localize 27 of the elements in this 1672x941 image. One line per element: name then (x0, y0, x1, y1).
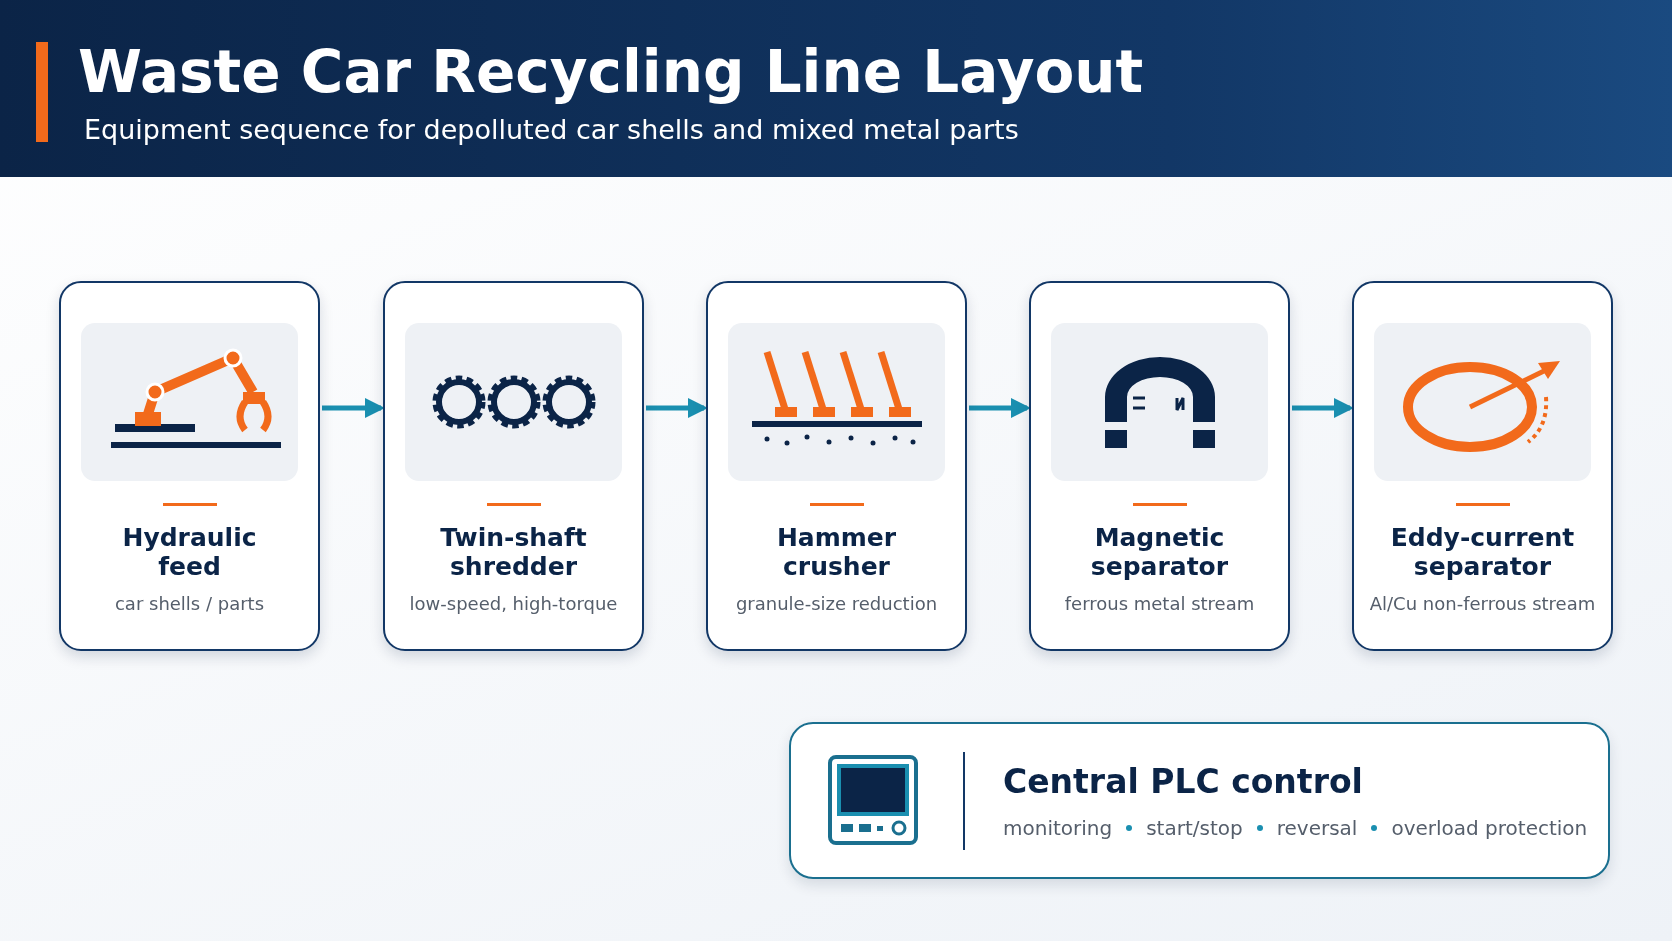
step-description: low-speed, high-torque (408, 593, 619, 614)
feature-text: monitoring (1003, 816, 1113, 840)
feature-text: reversal (1276, 816, 1358, 840)
subtitle: Equipment sequence for depolluted car shells and mixed metal parts (84, 114, 1019, 145)
step-heading: Magnetic separator (1089, 523, 1230, 581)
process-card (1029, 281, 1290, 651)
process-card (59, 281, 320, 651)
arrow (1292, 398, 1354, 418)
feature-text: overload protection (1391, 816, 1588, 840)
step-description: Al/Cu non-ferrous stream (1368, 593, 1597, 614)
process-card (1352, 281, 1613, 651)
arrow (322, 398, 385, 418)
step-heading: Twin-shaft shredder (439, 523, 588, 581)
step-heading: Hammer crusher (775, 523, 898, 581)
control-panel-card (789, 722, 1610, 879)
arrow (969, 398, 1031, 418)
step-heading: Eddy-current separator (1389, 523, 1576, 581)
process-card (706, 281, 967, 651)
panel-heading: Central PLC control (1003, 762, 1363, 801)
feature-text: start/stop (1146, 816, 1243, 840)
step-heading: Hydraulic feed (121, 523, 258, 581)
title: Waste Car Recycling Line Layout (78, 38, 1144, 106)
step-description: car shells / parts (113, 593, 266, 614)
step-description: granule-size reduction (734, 593, 939, 614)
step-description: ferrous metal stream (1063, 593, 1256, 614)
process-card (383, 281, 644, 651)
arrow (646, 398, 708, 418)
